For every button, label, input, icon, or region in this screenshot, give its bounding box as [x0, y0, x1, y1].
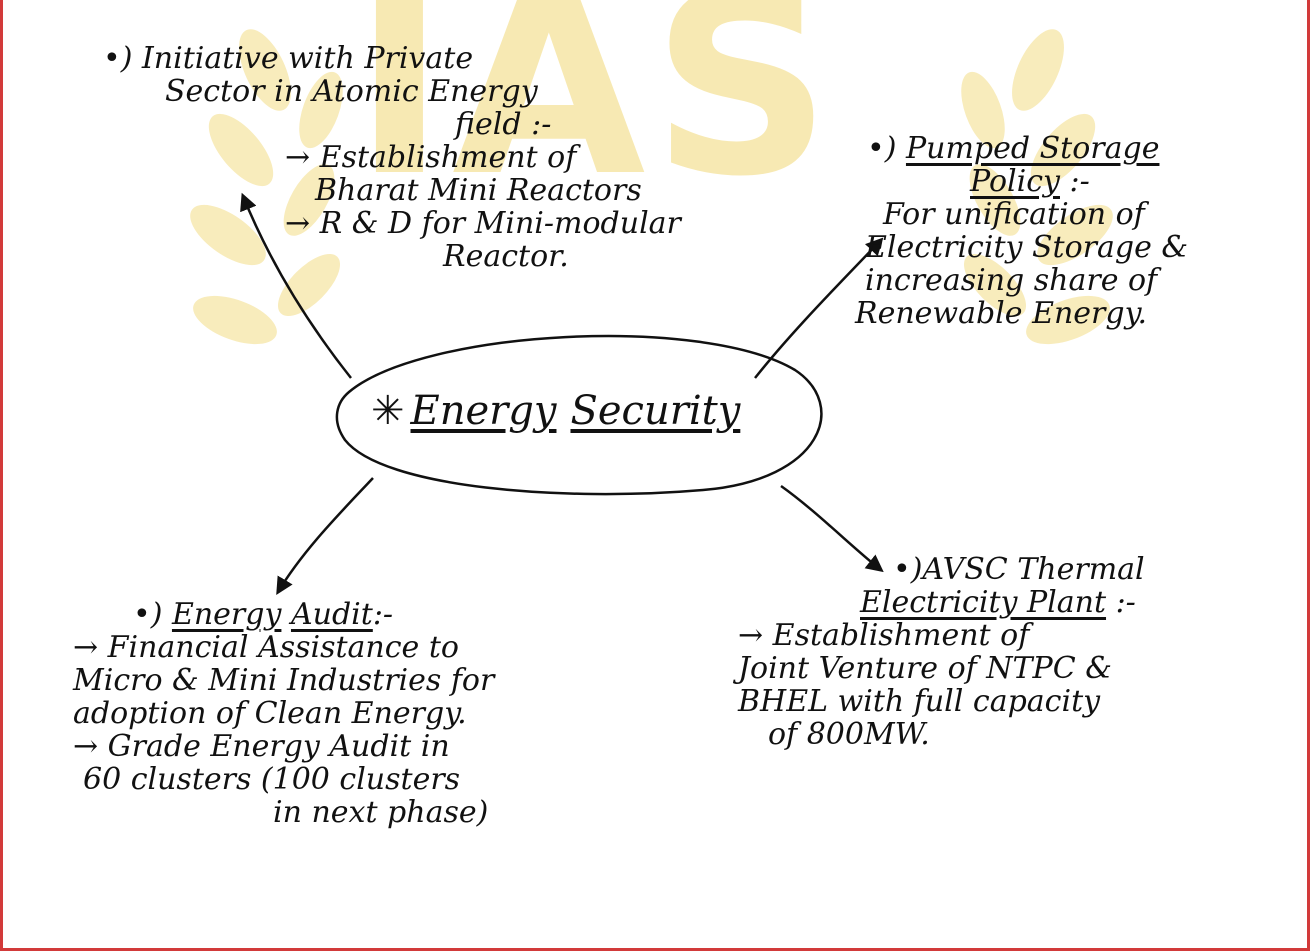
audit-title-word-2: Audit — [290, 597, 373, 632]
audit-body-line-3: adoption of Clean Energy. — [73, 696, 467, 731]
avsc-body-line-4: of 800MW. — [768, 717, 930, 752]
avsc-title-line-1: •)AVSC Thermal — [893, 552, 1145, 587]
audit-title-word-1: Energy — [171, 597, 282, 632]
center-word-security: Security — [570, 388, 741, 434]
center-word-energy: Energy — [410, 388, 557, 434]
audit-body-line-5: 60 clusters (100 clusters — [83, 762, 461, 797]
audit-title-suffix: :- — [372, 597, 394, 632]
audit-title: •) Energy Audit:- — [73, 598, 494, 631]
atomic-title-line-1: •) Initiative with Private — [103, 41, 474, 76]
audit-body-line-6: in next phase) — [273, 795, 489, 830]
arrow-to-top-left — [240, 192, 352, 379]
branch-energy-audit: •) Energy Audit:- → Financial Assistance… — [73, 598, 494, 829]
atomic-point-1-cont: Bharat Mini Reactors — [315, 173, 642, 208]
pumped-body-line-2: Electricity Storage & — [865, 230, 1189, 265]
avsc-body-line-3: BHEL with full capacity — [738, 684, 1101, 719]
atomic-title-line-2: Sector in Atomic Energy — [165, 74, 538, 109]
pumped-bullet: •) — [867, 131, 897, 166]
audit-bullet: •) — [133, 597, 163, 632]
pumped-title-line-2: Policy :- — [855, 165, 1188, 198]
branch-atomic-energy: •) Initiative with Private Sector in Ato… — [103, 42, 681, 273]
pumped-body-line-3: increasing share of — [865, 263, 1158, 298]
arrow-to-bottom-left — [276, 477, 374, 596]
pumped-title-text: Pumped Storage — [905, 131, 1160, 166]
atomic-point-2-cont: Reactor. — [443, 239, 569, 274]
atomic-title-line-3: field :- — [455, 107, 552, 142]
pumped-title-policy: Policy — [970, 164, 1060, 199]
atomic-point-2: → R & D for Mini-modular — [285, 206, 681, 241]
avsc-title-line-2: Electricity Plant :- — [738, 586, 1145, 619]
branch-avsc-thermal: •)AVSC Thermal Electricity Plant :- → Es… — [738, 553, 1145, 751]
branch-pumped-storage: •) Pumped Storage Policy :- For unificat… — [855, 132, 1188, 330]
arrow-to-top-right — [754, 237, 884, 379]
spark-icon: ✳ — [371, 388, 405, 434]
avsc-body-line-2: Joint Venture of NTPC & — [738, 651, 1112, 686]
avsc-title-plant: Electricity Plant — [860, 585, 1107, 620]
avsc-title-suffix: :- — [1106, 585, 1136, 620]
center-node-label: ✳Energy Security — [371, 388, 740, 434]
pumped-title-suffix: :- — [1059, 164, 1090, 199]
pumped-body-line-4: Renewable Energy. — [855, 296, 1148, 331]
audit-body-line-4: → Grade Energy Audit in — [73, 729, 450, 764]
pumped-body-line-1: For unification of — [883, 197, 1145, 232]
audit-body-line-2: Micro & Mini Industries for — [73, 663, 495, 698]
connector-layer — [240, 192, 884, 596]
atomic-point-1: → Establishment of — [285, 140, 577, 175]
avsc-body-line-1: → Establishment of — [738, 618, 1030, 653]
pumped-title-line-1: •) Pumped Storage — [855, 132, 1188, 165]
arrow-to-bottom-right — [780, 484, 884, 573]
audit-body-line-1: → Financial Assistance to — [73, 630, 459, 665]
center-ellipse — [335, 334, 823, 496]
